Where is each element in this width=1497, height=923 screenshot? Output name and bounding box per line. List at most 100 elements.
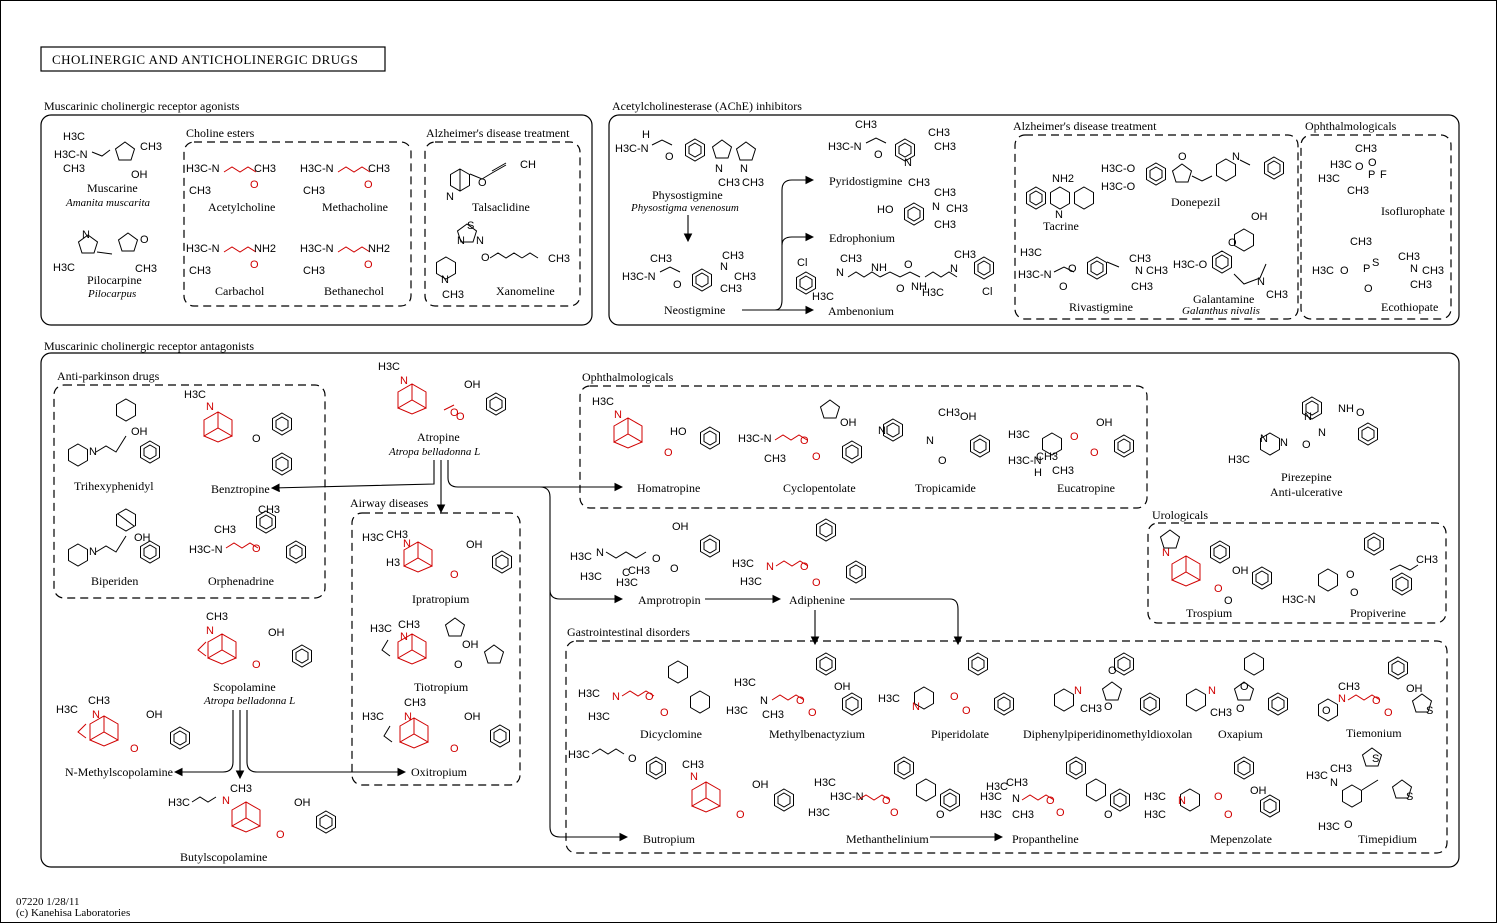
- drug-label-eucatropine: Eucatropine: [1057, 481, 1115, 495]
- drug-label-ipratropium: Ipratropium: [412, 592, 470, 606]
- physostigmine-source: Physostigma venenosum: [630, 202, 739, 214]
- svg-text:F: F: [1380, 169, 1387, 181]
- svg-text:H3C: H3C: [56, 704, 78, 716]
- oxapium-structure: N CH3 OO: [1186, 652, 1288, 719]
- drug-label-piperidolate: Piperidolate: [931, 727, 989, 741]
- svg-text:CH3: CH3: [230, 783, 252, 795]
- svg-text:H3C: H3C: [63, 131, 85, 143]
- muscarine-source: Amanita muscarita: [65, 197, 151, 209]
- propiverine-structure: H3C-N OO CH3: [1282, 532, 1438, 606]
- svg-text:O: O: [1108, 665, 1117, 677]
- svg-text:H3C: H3C: [580, 571, 602, 583]
- svg-text:H3C: H3C: [726, 705, 748, 717]
- agonists-title: Muscarinic cholinergic receptor agonists: [44, 99, 240, 113]
- svg-text:CH3: CH3: [650, 253, 672, 265]
- svg-text:CH3: CH3: [1266, 289, 1288, 301]
- svg-text:N: N: [836, 267, 844, 279]
- svg-text:O: O: [1224, 595, 1233, 607]
- svg-text:O: O: [808, 707, 817, 719]
- svg-text:CH3: CH3: [1006, 777, 1028, 789]
- svg-text:C: C: [622, 567, 630, 579]
- svg-text:O: O: [454, 659, 463, 671]
- drug-label-rivastigmine: Rivastigmine: [1069, 300, 1133, 314]
- svg-text:O: O: [800, 561, 809, 573]
- svg-text:H3C: H3C: [592, 396, 614, 408]
- drug-label-carbachol: Carbachol: [215, 284, 265, 298]
- svg-text:N: N: [715, 163, 723, 175]
- drug-label-galantamine: Galantamine: [1193, 292, 1254, 306]
- svg-text:N: N: [1318, 427, 1326, 439]
- svg-text:H3C: H3C: [814, 777, 836, 789]
- drug-label-adiphenine: Adiphenine: [789, 593, 845, 607]
- svg-text:O: O: [896, 283, 905, 295]
- arrow-to-pyridostigmine: [742, 175, 815, 311]
- svg-text:H3C: H3C: [812, 291, 834, 303]
- svg-text:O: O: [1364, 283, 1373, 295]
- drug-label-isoflurophate: Isoflurophate: [1381, 204, 1445, 218]
- atropine-label: Atropine: [417, 430, 460, 444]
- svg-text:O: O: [478, 177, 487, 189]
- svg-text:N: N: [904, 157, 912, 169]
- svg-text:CH3: CH3: [934, 219, 956, 231]
- svg-text:H3: H3: [386, 557, 400, 569]
- svg-text:H3C: H3C: [1144, 809, 1166, 821]
- drug-label-diphenylpiperidinomethyldioxolan: Diphenylpiperidinomethyldioxolan: [1023, 727, 1192, 741]
- svg-text:O: O: [882, 795, 891, 807]
- antagonists-title: Muscarinic cholinergic receptor antagoni…: [44, 339, 254, 353]
- svg-text:OH: OH: [131, 426, 148, 438]
- svg-text:N: N: [690, 771, 698, 783]
- ache-ophthalmologicals-box: [1300, 134, 1452, 320]
- svg-text:N: N: [82, 229, 90, 241]
- svg-text:OH: OH: [834, 681, 851, 693]
- choline-esters-box: [183, 141, 412, 307]
- svg-text:N: N: [400, 631, 408, 643]
- svg-text:O: O: [800, 435, 809, 447]
- gastro-title: Gastrointestinal disorders: [567, 625, 690, 639]
- svg-text:NH2: NH2: [1052, 173, 1074, 185]
- svg-text:O: O: [1214, 583, 1223, 595]
- svg-text:OH: OH: [752, 779, 769, 791]
- svg-text:H3C: H3C: [1020, 247, 1042, 259]
- svg-text:H3C: H3C: [362, 532, 384, 544]
- arrow-atropine-benztropine: [270, 460, 435, 493]
- svg-text:O: O: [1346, 569, 1355, 581]
- svg-text:CH3: CH3: [386, 529, 408, 541]
- svg-text:O: O: [1355, 161, 1364, 173]
- svg-text:OH: OH: [131, 169, 148, 181]
- svg-text:H3C: H3C: [980, 809, 1002, 821]
- svg-text:O: O: [628, 753, 637, 765]
- svg-text:N: N: [1232, 151, 1240, 163]
- galantamine-source: Galanthus nivalis: [1182, 305, 1260, 317]
- piperidolate-structure: H3C NO O: [878, 652, 1014, 717]
- svg-text:N: N: [206, 625, 214, 637]
- svg-text:O: O: [1070, 431, 1079, 443]
- svg-text:OH: OH: [1251, 211, 1268, 223]
- svg-text:P: P: [1363, 263, 1370, 275]
- svg-text:CH3: CH3: [1012, 809, 1034, 821]
- svg-text:S: S: [1372, 753, 1379, 765]
- svg-text:O: O: [364, 179, 373, 191]
- svg-text:CH3: CH3: [258, 504, 280, 516]
- svg-text:N: N: [1260, 433, 1268, 445]
- muscarine-label: Muscarine: [87, 181, 138, 195]
- svg-text:OH: OH: [1232, 565, 1249, 577]
- svg-text:H3C-N: H3C-N: [1282, 594, 1316, 606]
- svg-text:O: O: [140, 234, 149, 246]
- ache-alzheimer-box: [1014, 134, 1299, 320]
- svg-text:NH: NH: [911, 281, 927, 293]
- svg-text:O: O: [481, 252, 490, 264]
- svg-text:CH3: CH3: [1398, 251, 1420, 263]
- svg-text:O: O: [812, 451, 821, 463]
- svg-text:CH3: CH3: [63, 163, 85, 175]
- arrow-atropine-butropium: [549, 590, 629, 842]
- svg-text:H3C: H3C: [922, 287, 944, 299]
- airway-title: Airway diseases: [350, 496, 429, 510]
- svg-text:CH3: CH3: [840, 253, 862, 265]
